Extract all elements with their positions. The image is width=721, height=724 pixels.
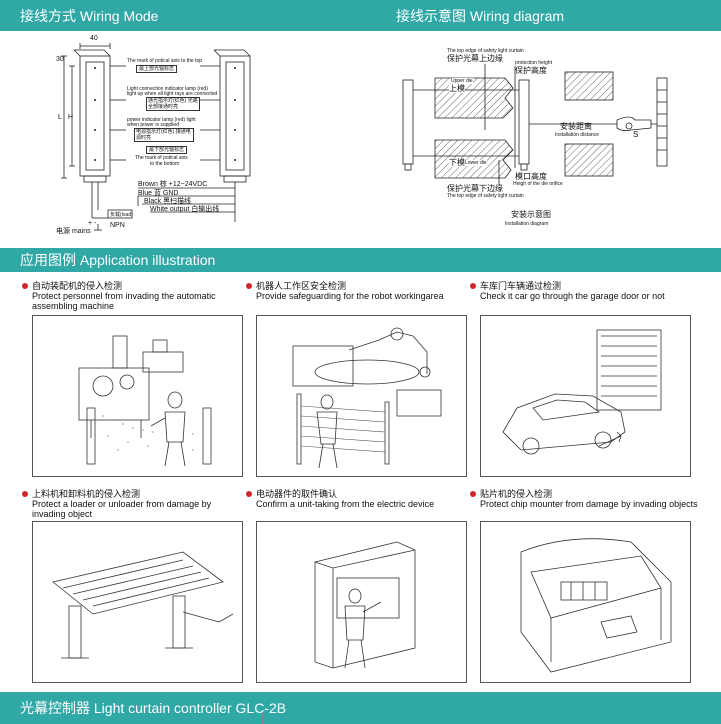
app-3-title-en: Check it car go through the garage door …: [480, 291, 665, 301]
robot-workarea-drawing: [292, 327, 442, 469]
app-3-illustration: [480, 315, 691, 477]
bullet: [470, 283, 476, 289]
section-title-application: 应用图例 Application illustration: [20, 252, 216, 268]
power-note-1: power indicator lamp (red) light: [127, 117, 196, 123]
section-header-controller: 光幕控制器 Light curtain controller GLC-2B: [0, 692, 721, 724]
electric-device-drawing: [314, 541, 416, 669]
dim-width: 40: [90, 35, 98, 42]
chip-mounter-drawing: [520, 538, 672, 673]
conn-cn: 通光指示灯(红色) 光路全部接通时亮: [146, 97, 200, 111]
app-6-title-cn: 贴片机的侵入检测: [480, 489, 553, 499]
conn-note-2: light up when all light rays are connect…: [127, 91, 218, 97]
upper-die-en: Upper die: [451, 78, 473, 84]
bottom-axis-note-1: The mark of potical axis: [135, 155, 188, 161]
garage-car-drawing: [502, 329, 662, 455]
orifice-en: Heigh of the die orifice: [513, 181, 563, 187]
wiring-mode-drawing: 40 30 L H The mark of potical axis to th…: [50, 35, 350, 243]
wiring-mode-svg: [61, 43, 251, 231]
app-3-caption: 车库门车辆通过检测 Check it car go through the ga…: [480, 281, 710, 301]
s-label: S: [633, 130, 639, 139]
section-title-wiring-mode: 接线方式 Wiring Mode: [20, 7, 159, 24]
app-1-title-en: Protect personnel from invading the auto…: [32, 291, 216, 311]
app-5-title-cn: 电动器件的取件确认: [256, 489, 338, 499]
assembly-machine-drawing: [78, 335, 212, 467]
bottom-axis-note-2: to the bottom: [150, 161, 180, 167]
wire-brown: Brown 棕 +12~24VDC: [138, 181, 208, 188]
caption-en: Installation diagram: [505, 221, 549, 227]
bottom-edge-note: The top edge of safety light curtain: [447, 193, 524, 199]
section-title-wiring-diagram: 接线示意图 Wiring diagram: [396, 7, 565, 24]
install-dist-en: Installation distance: [555, 132, 599, 138]
bottom-edge-cn: 保护光幕下边缘: [447, 184, 503, 193]
bottom-axis-cn: 最下部光轴标志: [146, 146, 188, 154]
app-4-title-en: Protect a loader or unloader from damage…: [32, 499, 212, 519]
section-header-wiring: 接线方式 Wiring Mode 接线示意图 Wiring diagram: [0, 0, 721, 31]
app-5-caption: 电动器件的取件确认 Confirm a unit-taking from the…: [256, 489, 466, 509]
wiring-diagram-drawing: The top edge of safety light curtain 保护光…: [395, 40, 715, 240]
top-axis-note: The mark of potical axis to the top: [127, 58, 203, 64]
app-2-caption: 机器人工作区安全检测 Provide safeguarding for the …: [256, 281, 466, 301]
app-6-caption: 贴片机的侵入检测 Protect chip mounter from damag…: [480, 489, 710, 509]
bullet: [22, 283, 28, 289]
prot-height-en: protection height: [515, 60, 552, 66]
prot-height-cn: 保护高度: [515, 66, 547, 75]
dim-L: L: [58, 114, 62, 121]
app-1-title-cn: 自动装配机的侵入检测: [32, 281, 123, 291]
app-5-title-en: Confirm a unit-taking from the electric …: [256, 499, 435, 509]
install-dist-cn: 安装距离: [560, 122, 592, 131]
app-2-title-en: Provide safeguarding for the robot worki…: [256, 291, 444, 301]
dim-H: H: [68, 114, 74, 121]
conn-note-1: Light connection indicator lamp (red): [127, 86, 208, 92]
wire-white: White output 白输出线: [150, 206, 220, 213]
app-1-caption: 自动装配机的侵入检测 Protect personnel from invadi…: [32, 281, 242, 311]
app-2-title-cn: 机器人工作区安全检测: [256, 281, 347, 291]
section-header-application: 应用图例 Application illustration: [0, 248, 721, 272]
lower-die-en: Lower die: [465, 160, 487, 166]
load-label: 负载(load): [110, 212, 133, 218]
wire-blue: Blue 蓝 GND: [138, 190, 179, 197]
orifice-cn: 模口高度: [515, 172, 547, 181]
upper-die-cn: 上模: [449, 84, 465, 93]
top-edge-cn: 保护光幕上边缘: [447, 54, 503, 63]
app-5-illustration: [256, 521, 467, 683]
top-axis-cn: 最上部光轴标志: [136, 65, 178, 73]
wiring-diagram-svg: [402, 64, 668, 186]
app-6-title-en: Protect chip mounter from damage by inva…: [480, 499, 698, 509]
app-2-illustration: [256, 315, 467, 477]
caption-cn: 安装示意图: [511, 210, 551, 219]
dim-depth: 30: [56, 56, 64, 63]
app-4-title-cn: 上料机和卸料机的侵入检测: [32, 489, 141, 499]
bullet: [246, 491, 252, 497]
app-1-illustration: [32, 315, 243, 477]
app-4-caption: 上料机和卸料机的侵入检测 Protect a loader or unloade…: [32, 489, 242, 519]
app-6-illustration: [480, 521, 691, 683]
section-title-controller: 光幕控制器 Light curtain controller GLC-2B: [20, 700, 287, 716]
bullet: [22, 491, 28, 497]
lower-die-cn: 下模: [449, 158, 465, 167]
wire-black: Black 黑扫描线: [144, 198, 192, 205]
mains-label: 电源 mains: [56, 228, 91, 235]
loader-unloader-drawing: [52, 551, 234, 659]
bullet: [246, 283, 252, 289]
top-edge-note: The top edge of safety light curtain: [447, 48, 524, 54]
power-cn: 电源指示灯(红色) 接通电源时亮: [134, 128, 194, 142]
power-note-2: when power is supplied: [127, 122, 179, 128]
app-3-title-cn: 车库门车辆通过检测: [480, 281, 562, 291]
app-4-illustration: [32, 521, 243, 683]
npn-label: NPN: [110, 222, 125, 229]
plus-minus: + -: [88, 220, 97, 227]
divider: [262, 714, 263, 724]
bullet: [470, 491, 476, 497]
